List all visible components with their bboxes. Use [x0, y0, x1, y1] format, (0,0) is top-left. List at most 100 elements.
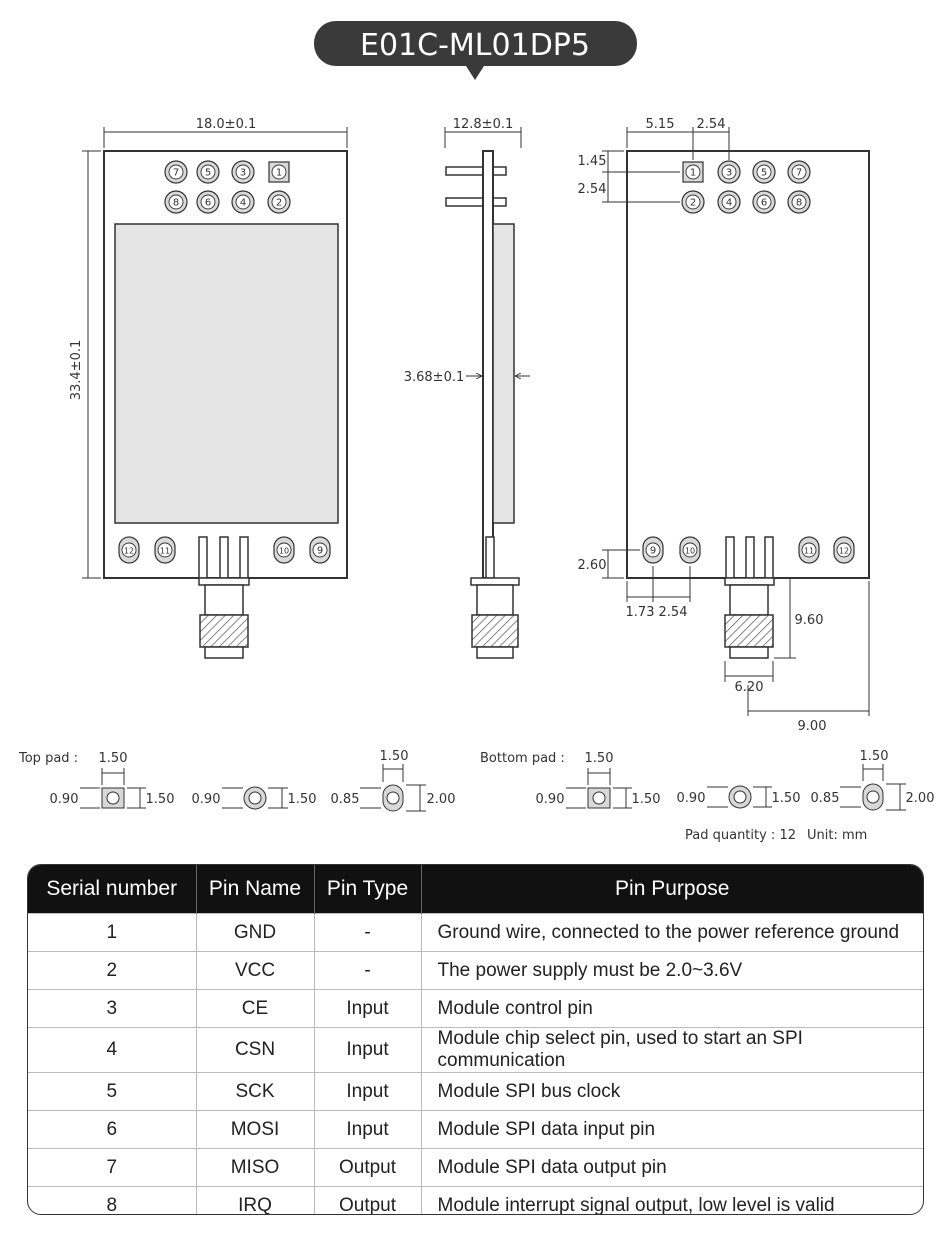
top-pad-round-height: 1.50	[288, 792, 317, 807]
cell-pin-type: Output	[314, 1186, 422, 1214]
cell-pin-purpose: Module chip select pin, used to start an…	[421, 1027, 923, 1073]
cell-pin-purpose: Module SPI bus clock	[421, 1072, 923, 1111]
pin-number-label: 4	[240, 198, 246, 209]
cell-pin-type: Input	[314, 1110, 422, 1149]
pin-number-label: 4	[726, 198, 732, 209]
cell-pin-name: SCK	[196, 1072, 315, 1111]
dim-front-height: 33.4±0.1	[69, 340, 84, 401]
pin-pad-hole	[721, 194, 737, 210]
cell-pin-type: Input	[314, 1027, 422, 1073]
pin-number-label: 9	[317, 546, 323, 557]
bottom-pad-round-gap: 0.90	[677, 791, 706, 806]
pin-number-label: 7	[796, 168, 802, 179]
pin-number-label: 2	[276, 198, 282, 209]
pin-number-label: 1	[690, 168, 696, 179]
cell-pin-name: GND	[196, 913, 315, 952]
side-view	[444, 127, 530, 659]
dim-back-pad-pitch: 2.54	[659, 605, 688, 620]
pin-number-label: 11	[160, 547, 170, 556]
cell-serial: 5	[28, 1072, 197, 1111]
pin-number-label: 1	[276, 168, 282, 179]
pin-pad-hole	[271, 194, 287, 210]
pin-pad-hole	[685, 164, 701, 180]
cell-pin-name: MOSI	[196, 1110, 315, 1149]
pin-number-label: 5	[205, 168, 211, 179]
pin-number-label: 12	[839, 547, 849, 556]
top-pad-oblong-width: 1.50	[380, 749, 409, 764]
cell-pin-type: -	[314, 951, 422, 990]
cell-serial: 6	[28, 1110, 197, 1149]
pin-definition-table: Serial number Pin Name Pin Type Pin Purp…	[27, 864, 924, 1215]
unit-label: Unit: mm	[807, 828, 867, 843]
dim-back-x2: 2.54	[697, 117, 726, 132]
pin-pad-hole	[685, 194, 701, 210]
bottom-pad-oblong-width: 1.50	[860, 749, 889, 764]
top-pad-square-height: 1.50	[146, 792, 175, 807]
bottom-pad-label: Bottom pad :	[480, 751, 565, 766]
pin-pad-hole	[836, 542, 852, 558]
cell-serial: 8	[28, 1186, 197, 1214]
dim-side-thickness: 3.68±0.1	[404, 370, 465, 385]
cell-serial: 4	[28, 1027, 197, 1073]
cell-serial: 3	[28, 989, 197, 1028]
cell-pin-purpose: Module SPI data output pin	[421, 1148, 923, 1187]
cell-pin-purpose: Module interrupt signal output, low leve…	[421, 1186, 923, 1214]
table-row: 3 CE Input Module control pin	[28, 989, 923, 1028]
pin-pad-hole	[801, 542, 817, 558]
pin-pad-hole	[682, 542, 698, 558]
table-row: 6 MOSI Input Module SPI data input pin	[28, 1110, 923, 1149]
dim-antenna-width: 6.20	[735, 680, 764, 695]
pin-pad-hole	[235, 164, 251, 180]
dim-side-width: 12.8±0.1	[453, 117, 514, 132]
cell-pin-type: Output	[314, 1148, 422, 1187]
bottom-pad-square-gap: 0.90	[536, 792, 565, 807]
pin-number-label: 6	[761, 198, 767, 209]
module-dimension-drawing: E01C-ML01DP5 18.0±0.1 33.4±0.1	[18, 21, 934, 843]
pin-number-label: 3	[240, 168, 246, 179]
pin-number-label: 10	[279, 547, 289, 556]
table-row: 1 GND - Ground wire, connected to the po…	[28, 913, 923, 952]
cell-pin-purpose: Ground wire, connected to the power refe…	[421, 913, 923, 952]
pin-pad-hole	[200, 164, 216, 180]
pin-pad-hole	[276, 542, 292, 558]
cell-pin-purpose: The power supply must be 2.0~3.6V	[421, 951, 923, 990]
dim-back-pad-offset: 1.73	[626, 605, 655, 620]
top-pad-label: Top pad :	[18, 751, 78, 766]
cell-pin-name: MISO	[196, 1148, 315, 1187]
cell-serial: 2	[28, 951, 197, 990]
pin-pad-hole	[121, 542, 137, 558]
cell-pin-name: CSN	[196, 1027, 315, 1073]
bottom-pad-oblong-gap: 0.85	[811, 791, 840, 806]
dim-front-width: 18.0±0.1	[196, 117, 257, 132]
dim-back-x1: 5.15	[646, 117, 675, 132]
pin-pad-hole	[235, 194, 251, 210]
pin-number-label: 9	[650, 546, 656, 557]
pin-pad-hole	[721, 164, 737, 180]
pad-quantity: Pad quantity : 12	[685, 828, 796, 843]
cell-serial: 1	[28, 913, 197, 952]
table-row: 7 MISO Output Module SPI data output pin	[28, 1148, 923, 1187]
pin-number-label: 7	[173, 168, 179, 179]
pin-pad-hole	[200, 194, 216, 210]
dim-back-y2: 2.54	[578, 182, 607, 197]
pin-number-label: 12	[124, 547, 134, 556]
bottom-pad-square-height: 1.50	[632, 792, 661, 807]
bottom-pad-round-height: 1.50	[772, 791, 801, 806]
dim-antenna-length: 9.60	[795, 613, 824, 628]
top-pad-oblong-gap: 0.85	[331, 792, 360, 807]
table-row: 4 CSN Input Module chip select pin, used…	[28, 1027, 923, 1073]
top-pad-oblong-height: 2.00	[427, 792, 456, 807]
table-row: 2 VCC - The power supply must be 2.0~3.6…	[28, 951, 923, 990]
table-header-row: Serial number Pin Name Pin Type Pin Purp…	[28, 865, 923, 914]
top-pad-square-width: 1.50	[99, 751, 128, 766]
cell-pin-type: Input	[314, 1072, 422, 1111]
cell-pin-name: CE	[196, 989, 315, 1028]
dim-back-bottom: 2.60	[578, 558, 607, 573]
pin-pad-hole	[271, 164, 287, 180]
cell-serial: 7	[28, 1148, 197, 1187]
cell-pin-purpose: Module SPI data input pin	[421, 1110, 923, 1149]
pin-number-label: 5	[761, 168, 767, 179]
pin-pad-hole	[791, 164, 807, 180]
back-view	[602, 127, 870, 716]
